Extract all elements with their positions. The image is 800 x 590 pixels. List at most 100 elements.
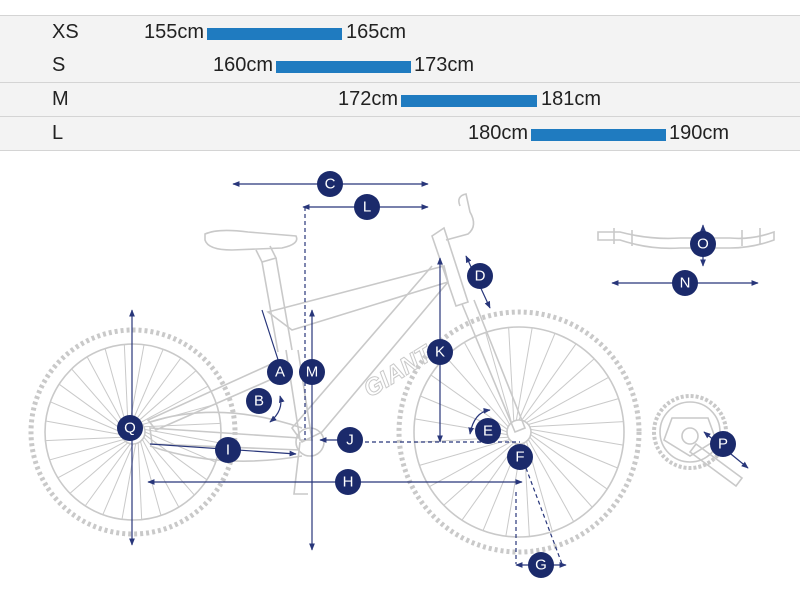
size-row-xs: XS 155cm 165cm [0, 15, 800, 50]
spoke [527, 439, 575, 522]
height-max: 181cm [541, 88, 602, 110]
size-label: M [52, 88, 69, 110]
bike-illustration: GIANT [28, 193, 642, 555]
down-tube [290, 265, 449, 444]
spoke [518, 333, 556, 421]
badge-i: I [215, 437, 241, 463]
spoke [143, 422, 221, 428]
seat-tube-top [261, 257, 293, 353]
spoke [144, 431, 216, 463]
spoke [521, 343, 577, 421]
height-min: 180cm [467, 122, 528, 144]
badge-label: G [535, 557, 547, 574]
spoke [530, 428, 624, 446]
rear-spokes [45, 344, 221, 520]
badge-label: A [275, 364, 285, 381]
spoke [58, 383, 122, 430]
spoke [529, 436, 593, 508]
spoke [123, 344, 129, 422]
spoke [45, 420, 122, 436]
handlebar-detail [597, 228, 775, 250]
badge-label: D [475, 268, 486, 285]
spoke [443, 442, 515, 506]
fork [461, 299, 527, 434]
badge-label: B [254, 393, 264, 410]
top-tube [266, 265, 449, 331]
badge-m: M [299, 359, 325, 385]
badge-label: M [306, 364, 319, 381]
badge-l: L [354, 194, 380, 220]
spoke [445, 356, 509, 428]
height-range-bar [207, 28, 342, 40]
front-tire [396, 309, 642, 555]
rear-tire [28, 327, 238, 537]
badge-label: E [483, 423, 493, 440]
spoke [57, 440, 126, 479]
spoke [84, 443, 131, 507]
size-row-l: L 180cm 190cm [0, 117, 800, 151]
spoke [485, 332, 512, 423]
spoke [135, 357, 182, 421]
badge-p: P [710, 431, 736, 457]
spoke [45, 436, 123, 442]
saddle [204, 229, 298, 251]
badge-o: O [690, 231, 716, 257]
front-rim [413, 326, 625, 538]
badge-label: Q [124, 420, 136, 437]
size-row-m: M 172cm 181cm [0, 83, 800, 117]
spoke [529, 421, 624, 428]
handlebar [445, 193, 475, 241]
badge-label: L [363, 199, 371, 216]
badge-e: E [475, 418, 501, 444]
brand-logo: GIANT [359, 339, 439, 403]
front-hub [506, 419, 532, 445]
badge-label: J [346, 432, 354, 449]
spoke [132, 349, 164, 421]
badge-label: H [343, 474, 354, 491]
spoke [523, 358, 595, 422]
spoke [137, 442, 143, 520]
badge-k: K [427, 339, 453, 365]
size-row-s: S 160cm 173cm [0, 49, 800, 83]
badge-a: A [267, 359, 293, 385]
bike-geometry-diagram: GIANT A B C [28, 171, 775, 578]
seat-clamp [255, 245, 278, 263]
spoke [141, 439, 180, 508]
height-max: 165cm [346, 21, 407, 43]
spoke [102, 443, 134, 515]
spoke [463, 342, 511, 425]
badge-c: C [317, 171, 343, 197]
seat-tube [285, 349, 313, 441]
height-min: 155cm [143, 21, 204, 43]
badge-label: F [515, 449, 524, 466]
spoke [144, 428, 221, 444]
spoke [419, 439, 510, 466]
badge-n: N [672, 270, 698, 296]
badge-f: F [507, 444, 533, 470]
spoke [508, 327, 515, 422]
spoke [104, 348, 127, 423]
height-range-bar [531, 129, 666, 141]
badge-label: C [325, 176, 336, 193]
spoke [49, 438, 124, 461]
badge-label: O [697, 236, 709, 253]
spoke [137, 370, 197, 422]
badge-b: B [246, 388, 272, 414]
size-label: L [52, 122, 64, 144]
height-min: 172cm [337, 88, 398, 110]
height-range-bar [276, 61, 411, 73]
size-label: S [52, 54, 66, 76]
spoke [144, 434, 208, 481]
size-label: XS [52, 21, 79, 43]
geometry-badges: A B C D E F G H I J K L M N O P Q [117, 171, 736, 578]
spoke [140, 385, 209, 424]
badge-g: G [528, 552, 554, 578]
dimension-line-b [269, 395, 285, 423]
badge-label: I [226, 442, 230, 459]
badge-h: H [335, 469, 361, 495]
height-min: 160cm [212, 54, 273, 76]
height-max: 190cm [669, 122, 730, 144]
spoke [71, 368, 123, 428]
badge-j: J [337, 427, 363, 453]
badge-label: K [435, 344, 445, 361]
